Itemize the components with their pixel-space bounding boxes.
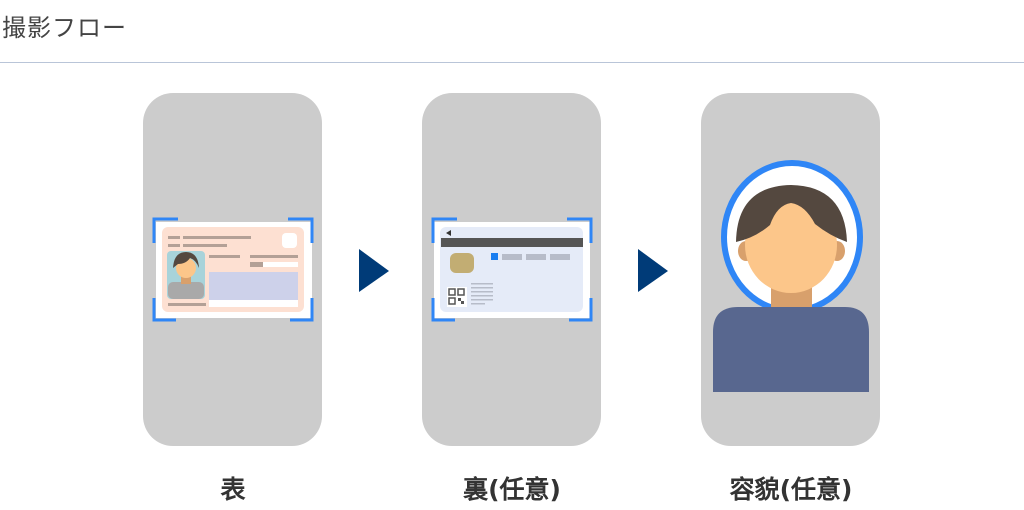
step-label-back: 裏(任意) (463, 475, 561, 504)
face-portrait-icon (713, 160, 869, 392)
step-label-face: 容貌(任意) (729, 475, 853, 504)
step-label-front: 表 (220, 475, 246, 504)
arrow-right-icon (359, 249, 389, 292)
id-card-front-icon (156, 222, 312, 318)
divider (0, 62, 1024, 63)
arrow-right-icon (638, 249, 668, 292)
scan-frame-corners-icon (431, 217, 593, 322)
page-title: 撮影フロー (2, 14, 127, 42)
id-card-back-icon (434, 222, 590, 318)
scan-frame-corners-icon (152, 217, 314, 322)
